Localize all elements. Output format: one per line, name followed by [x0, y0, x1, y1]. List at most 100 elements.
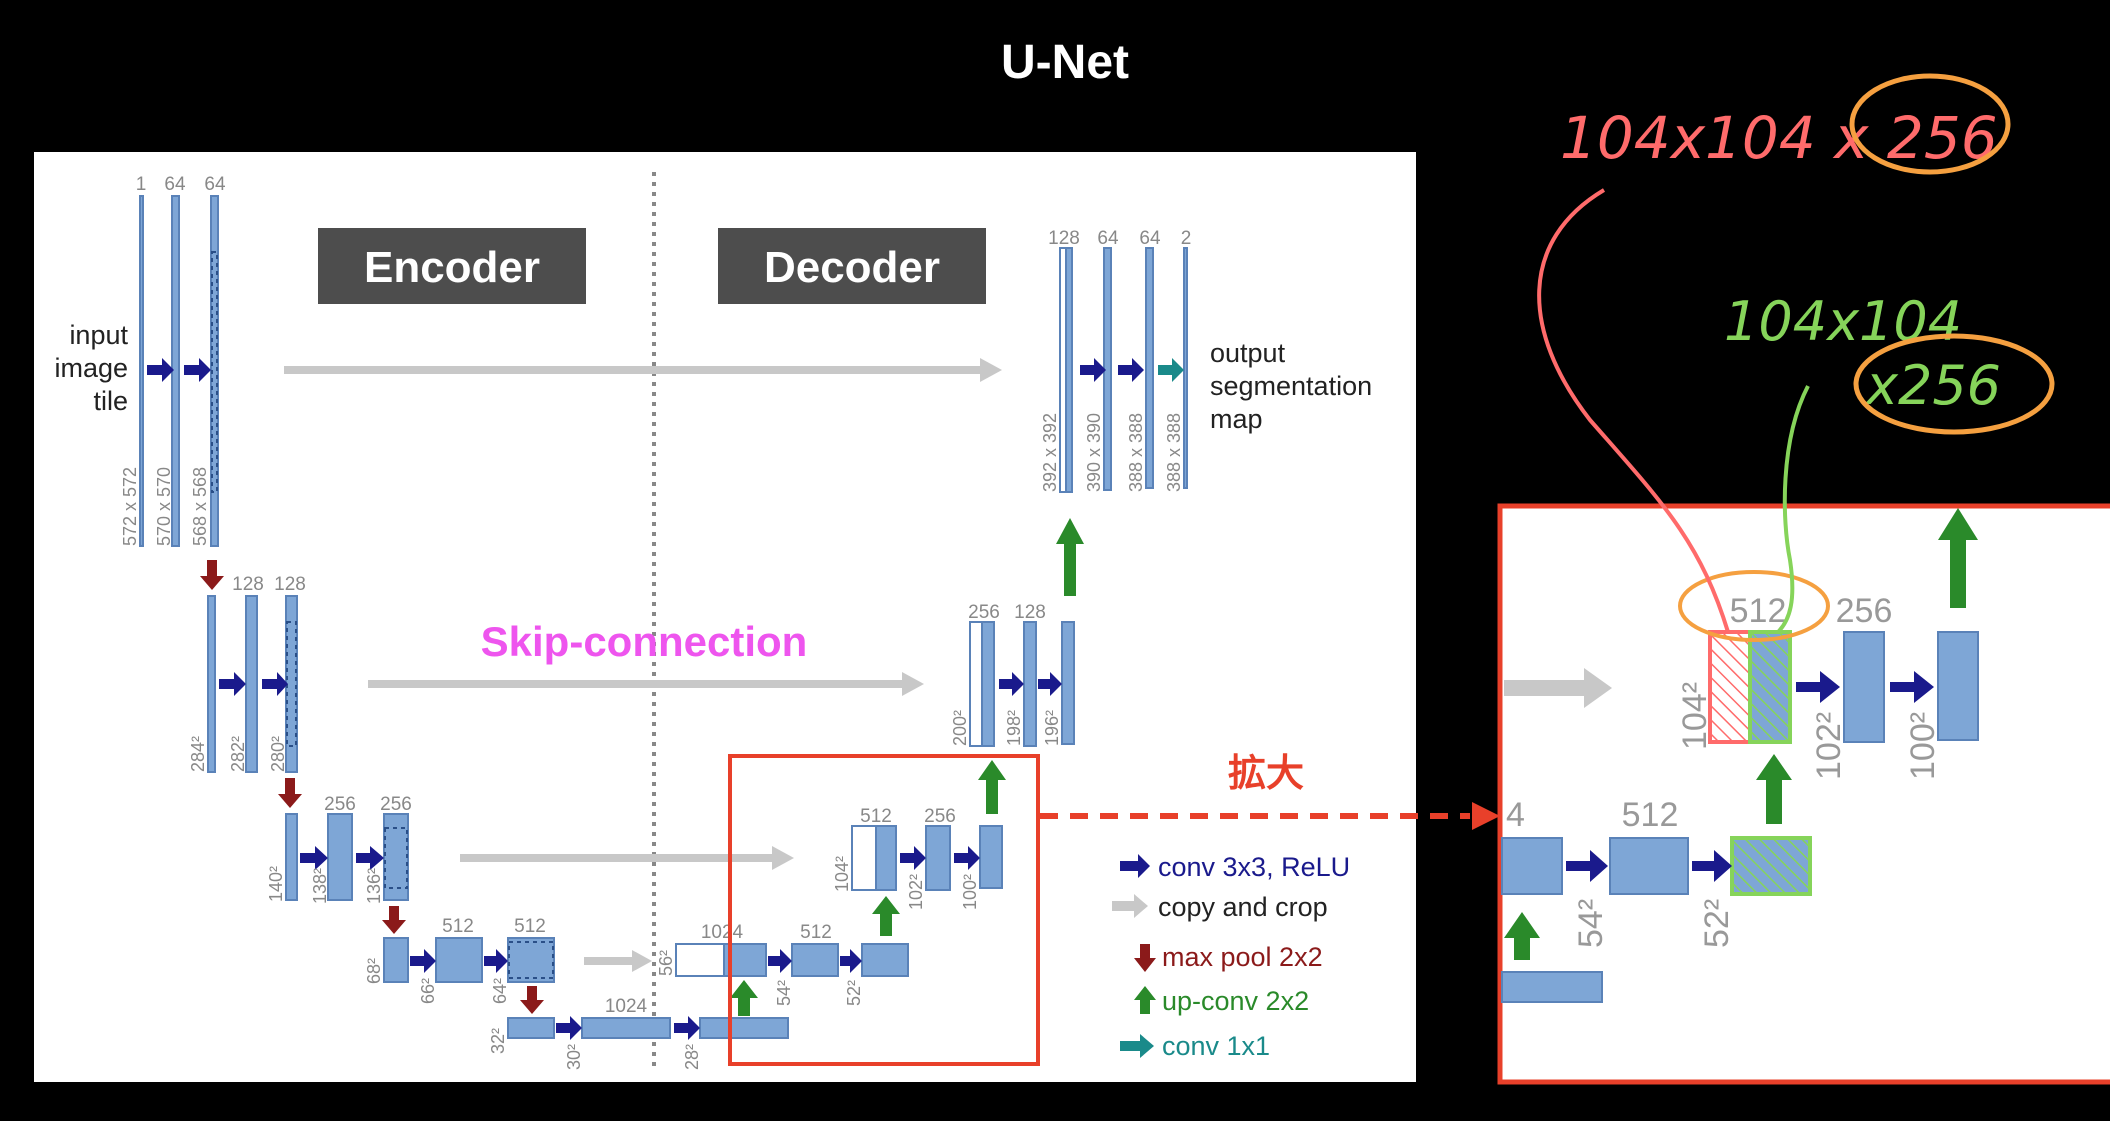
input-label-line3: tile	[93, 386, 128, 416]
zoom-block-up	[1501, 837, 1563, 895]
upconv-arrows	[730, 518, 1084, 1016]
conv1x1-arrow	[1158, 358, 1184, 382]
legend-upconv-icon	[1134, 986, 1156, 1014]
zoom-copy-arrowhead	[1584, 668, 1612, 708]
zoom-block-copy-highlight	[1708, 630, 1752, 744]
block-l3-conv2	[383, 813, 409, 901]
legend-conv1x1-text: conv 1x1	[1162, 1031, 1270, 1061]
zoom-copy-arrow	[1504, 680, 1594, 696]
zoom-conv-arrow	[1692, 850, 1732, 882]
ch-d1-1: 64	[1097, 228, 1119, 249]
size-d3-1: 102²	[906, 874, 926, 910]
annotation-green-line2: x256	[1864, 354, 2001, 417]
output-label-line3: map	[1210, 404, 1263, 434]
size-d4-2: 52²	[844, 980, 864, 1006]
block-d3-up	[875, 825, 897, 891]
copy-arrows	[284, 358, 1002, 972]
legend-conv1x1-icon	[1120, 1034, 1154, 1058]
block-d2-up	[981, 621, 995, 747]
size-l5-1: 30²	[564, 1044, 584, 1070]
conv-arrow	[1038, 672, 1062, 696]
size-l3-0: 140²	[266, 866, 286, 902]
legend-pool-icon	[1134, 944, 1156, 972]
size-d1-2: 388 x 388	[1126, 413, 1146, 492]
conv-arrow	[840, 949, 862, 973]
ch-d4-0: 1024	[701, 922, 744, 943]
conv-arrow	[262, 672, 288, 696]
size-l1-1: 570 x 570	[154, 467, 174, 546]
conv-arrow	[674, 1016, 700, 1040]
ch-d1-3: 2	[1181, 228, 1192, 249]
input-label-line2: image	[54, 353, 128, 383]
conv-arrow	[1118, 358, 1144, 382]
size-d3-2: 100²	[960, 874, 980, 910]
zoom-block-d3-conv1	[1843, 631, 1885, 743]
zoom-size-3: 102²	[1810, 712, 1848, 780]
zoom-block-bottom	[1501, 971, 1603, 1003]
legend: conv 3x3, ReLU copy and crop max pool 2x…	[1112, 852, 1350, 1061]
size-d2-0: 200²	[950, 710, 970, 746]
zoom-panel: 4 512 512 256 54² 52² 104² 102² 100²	[1497, 503, 2110, 1085]
legend-conv-text: conv 3x3, ReLU	[1158, 852, 1350, 882]
ch-l2-1: 128	[274, 574, 306, 595]
block-l5-conv2	[699, 1017, 789, 1039]
size-l5-0: 32²	[488, 1028, 508, 1054]
conv-arrow	[999, 672, 1024, 696]
ch-l1-1: 64	[164, 174, 186, 195]
block-l5-conv1	[581, 1017, 671, 1039]
annotation-green-ellipse	[1853, 333, 2055, 435]
decoder-text: Decoder	[764, 243, 940, 292]
zoom-upconv-arrow	[1756, 754, 1792, 824]
block-d3-conv2	[979, 825, 1003, 889]
annotation-red-line	[1537, 188, 1730, 633]
zoom-upconv-arrow	[1938, 508, 1978, 608]
size-l3-1: 138²	[310, 868, 330, 904]
ch-l4-0: 512	[442, 916, 474, 937]
conv-arrow	[147, 358, 174, 382]
output-label-line2: segmentation	[1210, 371, 1372, 401]
pool-arrow	[520, 986, 544, 1014]
zoom-connector-head	[1472, 802, 1500, 830]
legend-conv-icon	[1120, 854, 1150, 878]
upconv-arrow	[872, 896, 900, 936]
size-l4-2: 64²	[490, 978, 510, 1004]
pool-arrow	[382, 906, 406, 934]
ch-d2-0: 256	[968, 602, 1000, 623]
ch-d3-1: 256	[924, 806, 956, 827]
conv-arrows	[147, 358, 1144, 1040]
zoom-ch-2: 512	[1730, 592, 1787, 630]
zoom-size-4: 100²	[1904, 712, 1942, 780]
skip-connection-label: Skip-connection	[481, 618, 808, 665]
conv-arrow	[219, 672, 246, 696]
annotation-red-ellipse	[1849, 73, 2011, 175]
zoom-conv-arrow	[1566, 850, 1608, 882]
ch-l3-1: 256	[380, 794, 412, 815]
annotation-red: 104x104 x 256	[1537, 73, 2011, 633]
annotation-green: 104x104 x256	[1724, 290, 2055, 634]
zoom-ch-3: 256	[1836, 592, 1893, 630]
zoom-size-2: 104²	[1676, 682, 1714, 750]
size-d4-0: 56²	[656, 950, 676, 976]
legend-pool-text: max pool 2x2	[1162, 942, 1323, 972]
size-d3-0: 104²	[832, 856, 852, 892]
size-l1-0: 572 x 572	[120, 467, 140, 546]
conv-arrow	[484, 949, 508, 973]
upconv-arrow	[978, 760, 1006, 814]
block-d1-up	[1065, 247, 1073, 493]
highlight-ellipse-512	[1678, 570, 1830, 642]
conv-arrow	[556, 1016, 582, 1040]
block-l4-in	[383, 937, 409, 983]
input-label: input image tile	[54, 320, 128, 416]
conv-arrow	[184, 358, 211, 382]
block-d4-copy	[675, 943, 725, 977]
output-label: output segmentation map	[1210, 338, 1372, 434]
ch-d1-0: 128	[1048, 228, 1080, 249]
block-d1-output	[1183, 247, 1188, 489]
size-d2-2: 196²	[1042, 710, 1062, 746]
size-l5-2: 28²	[682, 1044, 702, 1070]
size-l4-0: 68²	[364, 958, 384, 984]
ch-l2-0: 128	[232, 574, 264, 595]
size-d1-1: 390 x 390	[1084, 413, 1104, 492]
zoom-block-conv1	[1609, 837, 1689, 895]
